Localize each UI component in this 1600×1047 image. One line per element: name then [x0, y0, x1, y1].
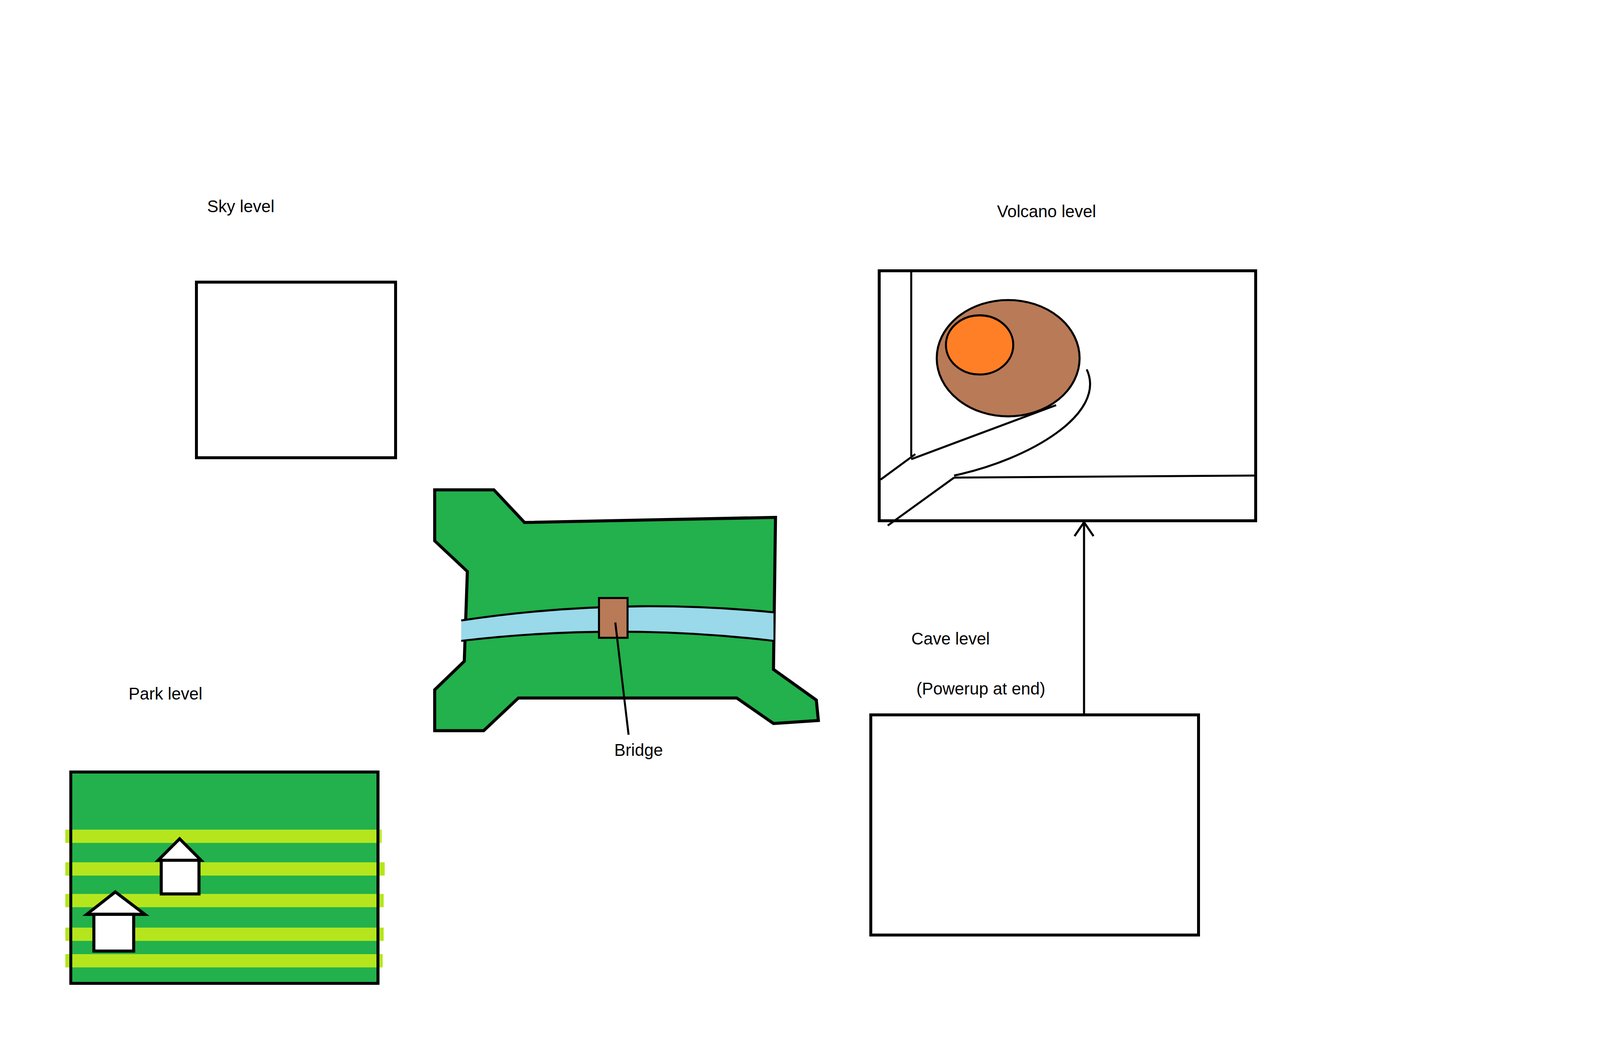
lava-crater — [945, 315, 1014, 375]
park-paths — [65, 829, 385, 968]
level-box: Sky level — [194, 280, 398, 460]
level-box: Park level — [69, 770, 380, 985]
progress-arrow — [1074, 522, 1094, 714]
level-title: Volcano level — [997, 201, 1097, 222]
level-title: Cave level — [911, 628, 990, 649]
level-title: Sky level — [207, 196, 275, 217]
level-box: Cave level(Powerup at end) — [869, 713, 1200, 937]
hub-island — [434, 489, 819, 731]
volcano-mountain — [936, 300, 1080, 417]
level-title: Park level — [128, 683, 203, 704]
leader-line — [615, 622, 629, 735]
bridge-shape — [599, 597, 628, 638]
level-title: (Powerup at end) — [916, 678, 1046, 699]
callout-label: Bridge — [614, 739, 664, 761]
volcano-drawing — [880, 271, 1256, 526]
house-icon — [86, 839, 201, 952]
level-box: Volcano level — [877, 269, 1258, 523]
park-ground — [69, 770, 380, 985]
